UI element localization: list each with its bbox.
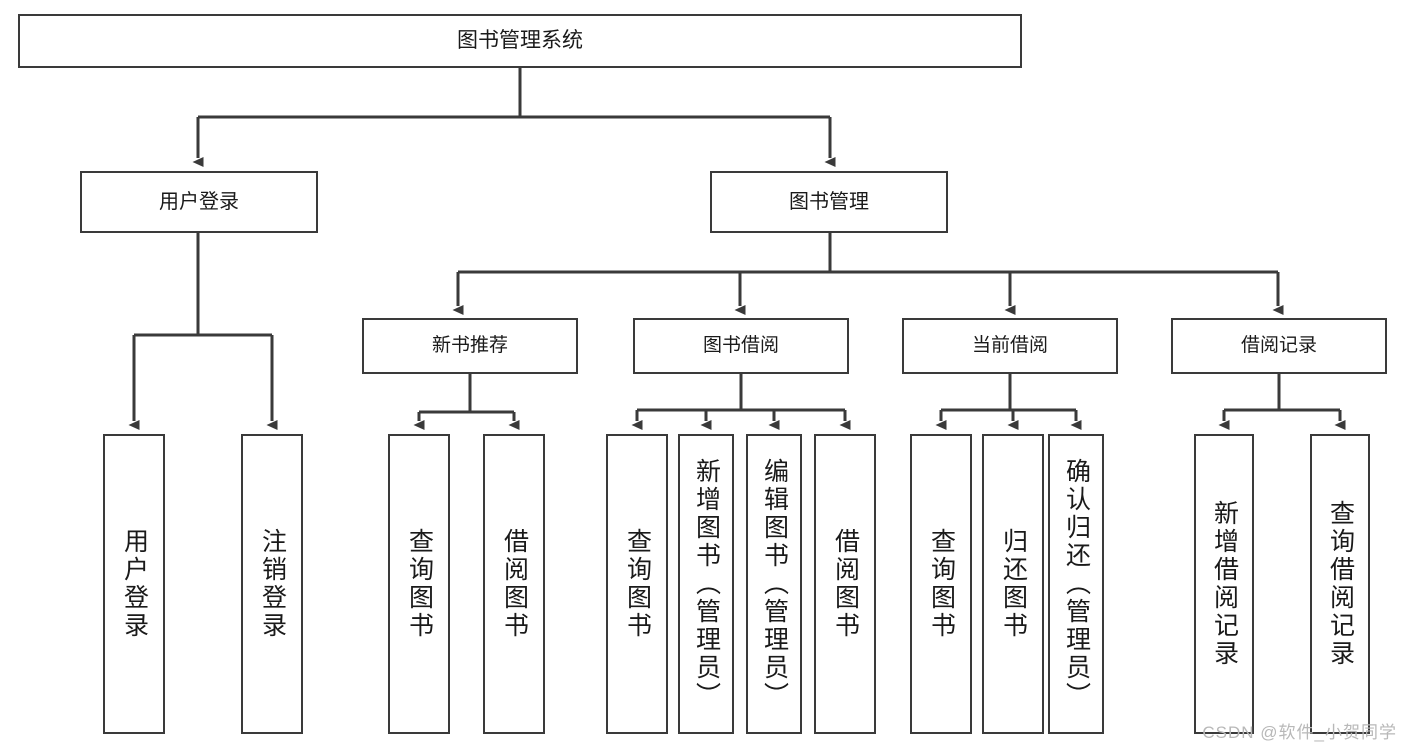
- node-borrow-record-label: 借阅记录: [1240, 335, 1317, 357]
- node-book-borrow[interactable]: 图书借阅: [633, 318, 849, 374]
- node-leaf-user-login-label: 用户登录: [120, 528, 149, 640]
- node-leaf-borrow-book-2[interactable]: 借阅图书: [814, 434, 876, 734]
- node-leaf-return-book[interactable]: 归还图书: [982, 434, 1044, 734]
- node-leaf-return-book-label: 归还图书: [999, 528, 1028, 640]
- node-leaf-edit-book[interactable]: 编辑图书（管理员）: [746, 434, 802, 734]
- node-new-book-recommend[interactable]: 新书推荐: [362, 318, 578, 374]
- node-new-book-recommend-label: 新书推荐: [431, 335, 508, 357]
- node-leaf-add-book-label: 新增图书（管理员）: [692, 458, 721, 710]
- node-user-login-label: 用户登录: [159, 190, 239, 213]
- node-borrow-record[interactable]: 借阅记录: [1171, 318, 1387, 374]
- node-user-login[interactable]: 用户登录: [80, 171, 318, 233]
- watermark: CSDN @软件_小贺同学: [1202, 723, 1397, 742]
- node-leaf-borrow-book-1[interactable]: 借阅图书: [483, 434, 545, 734]
- node-leaf-query-record[interactable]: 查询借阅记录: [1310, 434, 1370, 734]
- node-leaf-add-record-label: 新增借阅记录: [1210, 500, 1239, 668]
- node-leaf-add-record[interactable]: 新增借阅记录: [1194, 434, 1254, 734]
- node-leaf-user-login[interactable]: 用户登录: [103, 434, 165, 734]
- node-leaf-query-book-2-label: 查询图书: [623, 528, 652, 640]
- node-leaf-query-book-2[interactable]: 查询图书: [606, 434, 668, 734]
- node-current-borrow[interactable]: 当前借阅: [902, 318, 1118, 374]
- node-leaf-logout-label: 注销登录: [258, 528, 287, 640]
- node-leaf-logout[interactable]: 注销登录: [241, 434, 303, 734]
- node-leaf-edit-book-label: 编辑图书（管理员）: [760, 458, 789, 710]
- node-leaf-confirm-return[interactable]: 确认归还（管理员）: [1048, 434, 1104, 734]
- node-book-admin[interactable]: 图书管理: [710, 171, 948, 233]
- node-leaf-query-record-label: 查询借阅记录: [1326, 500, 1355, 668]
- node-root[interactable]: 图书管理系统: [18, 14, 1022, 68]
- node-leaf-query-book-3[interactable]: 查询图书: [910, 434, 972, 734]
- node-leaf-borrow-book-2-label: 借阅图书: [831, 528, 860, 640]
- node-leaf-query-book-1[interactable]: 查询图书: [388, 434, 450, 734]
- node-root-label: 图书管理系统: [457, 28, 583, 52]
- node-leaf-query-book-3-label: 查询图书: [927, 528, 956, 640]
- node-current-borrow-label: 当前借阅: [971, 335, 1048, 357]
- node-book-borrow-label: 图书借阅: [702, 335, 779, 357]
- node-leaf-query-book-1-label: 查询图书: [405, 528, 434, 640]
- node-book-admin-label: 图书管理: [789, 190, 869, 213]
- node-leaf-add-book[interactable]: 新增图书（管理员）: [678, 434, 734, 734]
- node-leaf-borrow-book-1-label: 借阅图书: [500, 528, 529, 640]
- node-leaf-confirm-return-label: 确认归还（管理员）: [1062, 458, 1091, 710]
